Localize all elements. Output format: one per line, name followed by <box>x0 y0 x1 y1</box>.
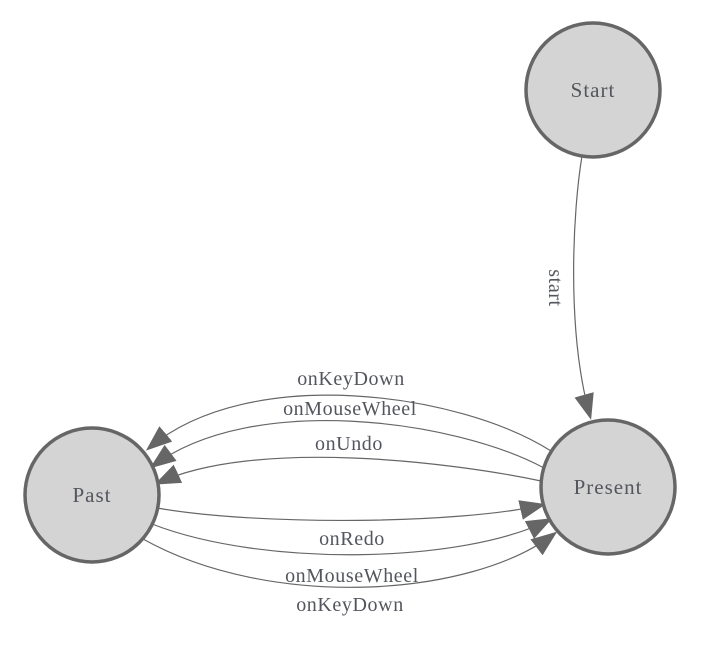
edge-start-to-present <box>573 155 594 420</box>
start-node-circle <box>524 21 662 159</box>
edge-label-onkeydown-bottom: onKeyDown <box>296 594 404 616</box>
edge-present-to-past-onundo <box>154 456 542 485</box>
past-node-label: Past <box>72 483 111 507</box>
edge-past-to-present-onmousewheel <box>151 518 553 556</box>
edge-present-to-past-onmousewheel <box>149 420 545 469</box>
edge-label-onmousewheel-bottom: onMouseWheel <box>285 565 419 587</box>
start-node-label: Start <box>571 78 616 102</box>
edge-label-onmousewheel-top: onMouseWheel <box>283 398 417 420</box>
state-node-past[interactable]: Past <box>23 426 161 564</box>
state-node-present[interactable]: Present <box>539 418 677 556</box>
present-node-label: Present <box>574 475 643 499</box>
edge-past-to-present-onredo <box>156 500 546 522</box>
edge-past-to-present-onkeydown <box>142 531 558 588</box>
state-node-start[interactable]: Start <box>524 21 662 159</box>
edge-label-onkeydown-top: onKeyDown <box>297 368 405 390</box>
edge-label-onundo: onUndo <box>315 433 383 455</box>
past-node-circle <box>23 426 161 564</box>
present-node-circle <box>539 418 677 556</box>
edge-present-to-past-onkeydown <box>145 394 552 452</box>
edge-label-start: start <box>544 269 566 306</box>
edge-label-onredo: onRedo <box>319 528 385 550</box>
